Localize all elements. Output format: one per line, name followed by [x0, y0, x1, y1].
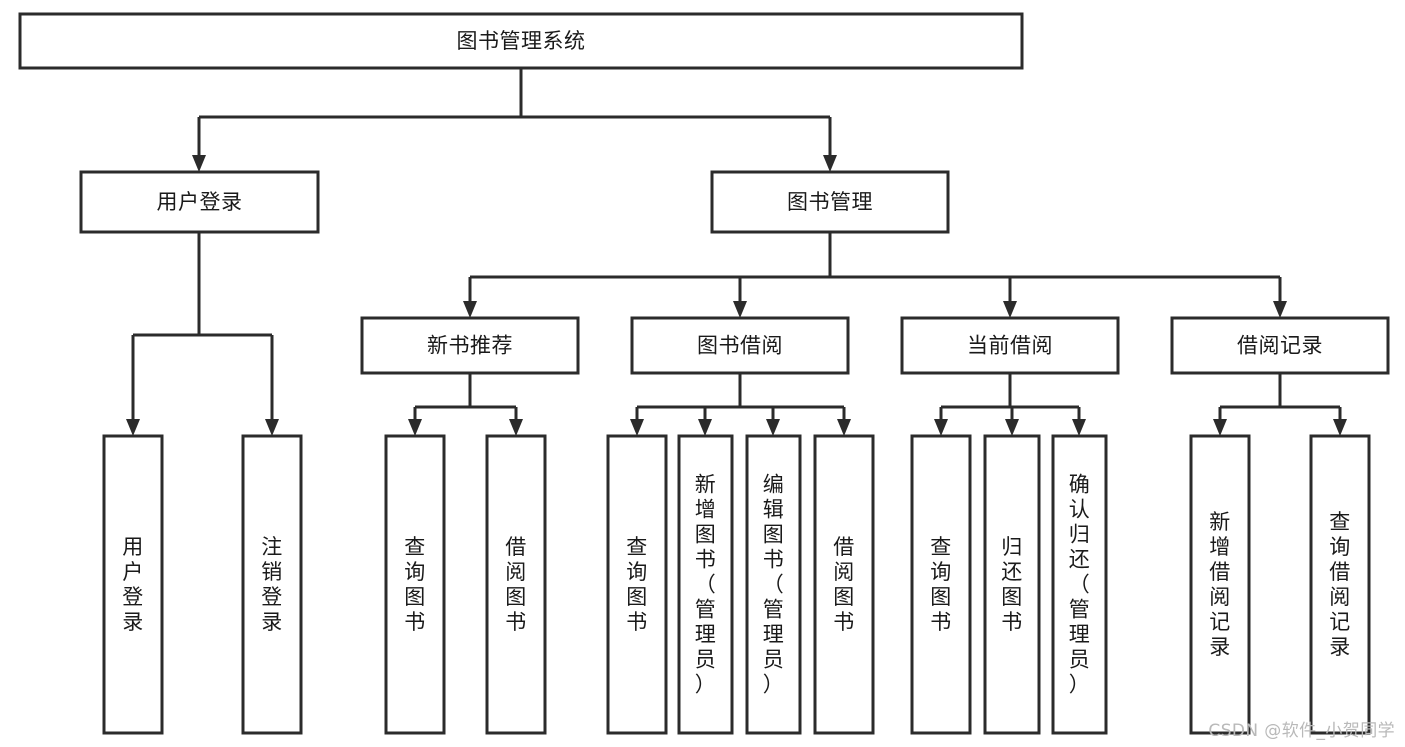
node-label: 用户登录	[122, 535, 144, 634]
node-label: 编辑图书（管理员）	[763, 473, 785, 697]
node-box[interactable]	[102, 434, 164, 735]
edge-arrowhead	[126, 419, 140, 436]
node-label: 注销登录	[261, 535, 283, 634]
edge-arrowhead	[408, 419, 422, 436]
edge-arrowhead	[1003, 301, 1017, 318]
node-label: 借阅图书	[505, 535, 527, 634]
node-borrow-record[interactable]: 借阅记录	[1170, 316, 1390, 375]
node-label: 当前借阅	[967, 334, 1053, 358]
node-box[interactable]	[241, 434, 303, 735]
node-box[interactable]	[710, 170, 950, 234]
edge-arrowhead	[630, 419, 644, 436]
edge-arrowhead	[1273, 301, 1287, 318]
node-box[interactable]	[745, 434, 802, 735]
node-label: 新增图书（管理员）	[695, 473, 717, 697]
node-leaf-cur-return-book[interactable]: 归还图书	[983, 434, 1041, 735]
node-label: 新书推荐	[427, 334, 513, 358]
node-label: 图书借阅	[697, 334, 783, 358]
node-leaf-cur-query-book[interactable]: 查询图书	[910, 434, 972, 735]
node-box[interactable]	[360, 316, 580, 375]
edges-layer	[126, 68, 1347, 436]
edge-record-to-leaf	[1218, 373, 1342, 420]
edge-arrowhead	[823, 155, 837, 172]
node-box[interactable]	[910, 434, 972, 735]
node-root[interactable]: 图书管理系统	[18, 12, 1024, 70]
edge-cur-to-leaf	[939, 373, 1081, 420]
edge-arrowhead	[1005, 419, 1019, 436]
edge-user-to-leaf	[131, 232, 274, 420]
node-label: 新增借阅记录	[1209, 510, 1231, 659]
edge-root-to-l2	[197, 68, 832, 156]
edge-arrowhead	[1333, 419, 1347, 436]
node-box[interactable]	[1051, 434, 1108, 735]
node-label: 归还图书	[1001, 535, 1023, 634]
edge-arrowhead	[1072, 419, 1086, 436]
edge-rec-to-leaf	[413, 373, 518, 420]
node-box[interactable]	[900, 316, 1120, 375]
node-label: 查询图书	[626, 535, 648, 634]
edge-arrowhead	[509, 419, 523, 436]
node-leaf-rec-query-book[interactable]: 查询图书	[384, 434, 446, 735]
node-leaf-rec-query-record[interactable]: 查询借阅记录	[1309, 434, 1371, 735]
edge-arrowhead	[1213, 419, 1227, 436]
edge-l2-to-l3	[468, 232, 1282, 302]
node-label: 借阅记录	[1237, 334, 1323, 358]
node-leaf-rec-borrow-book[interactable]: 借阅图书	[485, 434, 547, 735]
csdn-watermark: CSDN @软件_小贺同学	[1208, 721, 1395, 741]
node-leaf-rec-add-record[interactable]: 新增借阅记录	[1189, 434, 1251, 735]
edge-arrowhead	[837, 419, 851, 436]
node-book-borrow[interactable]: 图书借阅	[630, 316, 850, 375]
nodes-layer: 图书管理系统用户登录图书管理新书推荐图书借阅当前借阅借阅记录用户登录注销登录查询…	[18, 12, 1390, 735]
node-current-borrow[interactable]: 当前借阅	[900, 316, 1120, 375]
node-box[interactable]	[983, 434, 1041, 735]
node-box[interactable]	[677, 434, 734, 735]
edge-arrowhead	[192, 155, 206, 172]
node-label: 借阅图书	[833, 535, 855, 634]
node-box[interactable]	[813, 434, 875, 735]
edge-arrowhead	[733, 301, 747, 318]
node-book-manage[interactable]: 图书管理	[710, 170, 950, 234]
edge-arrowhead	[698, 419, 712, 436]
edge-arrowhead	[766, 419, 780, 436]
node-new-book-recommend[interactable]: 新书推荐	[360, 316, 580, 375]
node-leaf-borrow-query-book[interactable]: 查询图书	[606, 434, 668, 735]
node-box[interactable]	[485, 434, 547, 735]
node-label: 用户登录	[157, 190, 243, 214]
node-label: 图书管理	[787, 190, 873, 214]
node-box[interactable]	[1170, 316, 1390, 375]
node-leaf-user-login[interactable]: 用户登录	[102, 434, 164, 735]
node-user-login[interactable]: 用户登录	[79, 170, 320, 234]
edge-arrowhead	[463, 301, 477, 318]
node-label: 确认归还（管理员）	[1069, 473, 1091, 697]
node-box[interactable]	[606, 434, 668, 735]
node-leaf-borrow-add-book[interactable]: 新增图书（管理员）	[677, 434, 734, 735]
node-box[interactable]	[630, 316, 850, 375]
node-leaf-borrow-borrow-book[interactable]: 借阅图书	[813, 434, 875, 735]
node-label: 查询图书	[930, 535, 952, 634]
node-label: 查询图书	[404, 535, 426, 634]
node-leaf-borrow-edit-book[interactable]: 编辑图书（管理员）	[745, 434, 802, 735]
node-box[interactable]	[18, 12, 1024, 70]
node-box[interactable]	[384, 434, 446, 735]
node-box[interactable]	[1189, 434, 1251, 735]
edge-arrowhead	[934, 419, 948, 436]
node-label: 查询借阅记录	[1329, 510, 1351, 659]
edge-borrow-to-leaf	[635, 373, 846, 420]
node-box[interactable]	[1309, 434, 1371, 735]
node-leaf-cur-confirm-return[interactable]: 确认归还（管理员）	[1051, 434, 1108, 735]
node-leaf-user-logout[interactable]: 注销登录	[241, 434, 303, 735]
node-label: 图书管理系统	[457, 29, 586, 53]
edge-arrowhead	[265, 419, 279, 436]
node-box[interactable]	[79, 170, 320, 234]
